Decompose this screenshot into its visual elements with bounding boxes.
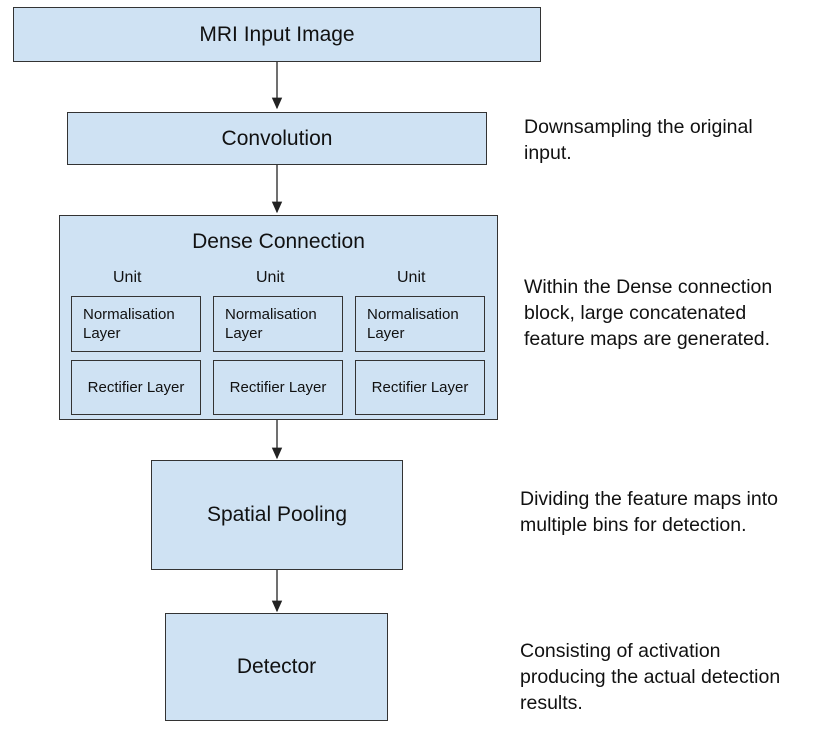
normalisation-layer-box: Normalisation Layer: [355, 296, 485, 352]
rectifier-layer-box: Rectifier Layer: [71, 360, 201, 415]
dense-connection-box: Dense Connection Unit Normalisation Laye…: [59, 215, 498, 420]
description-line: Dividing the feature maps into: [520, 488, 778, 510]
description-line: producing the actual detection: [520, 666, 781, 688]
normalisation-layer-line2: Layer: [367, 325, 405, 342]
normalisation-layer-line2: Layer: [225, 325, 263, 342]
description-line: feature maps are generated.: [524, 328, 771, 350]
pooling-description: Dividing the feature maps into multiple …: [520, 486, 778, 538]
rectifier-layer-label: Rectifier Layer: [229, 379, 327, 396]
convolution-box: Convolution: [67, 112, 487, 165]
normalisation-layer-line1: Normalisation: [367, 306, 459, 323]
rectifier-layer-box: Rectifier Layer: [355, 360, 485, 415]
normalisation-layer-box: Normalisation Layer: [71, 296, 201, 352]
rectifier-layer-box: Rectifier Layer: [213, 360, 343, 415]
description-line: input.: [524, 142, 572, 164]
description-line: Consisting of activation: [520, 640, 721, 662]
detector-label: Detector: [236, 655, 317, 678]
normalisation-layer-line1: Normalisation: [83, 306, 175, 323]
mri-input-label: MRI Input Image: [199, 22, 355, 46]
description-line: Within the Dense connection: [524, 276, 773, 298]
unit-label: Unit: [397, 269, 426, 286]
dense-description: Within the Dense connection block, large…: [524, 274, 772, 352]
detector-box: Detector: [165, 613, 388, 721]
dense-connection-title: Dense Connection: [192, 230, 365, 253]
description-line: block, large concatenated: [524, 302, 747, 324]
convolution-label: Convolution: [221, 126, 333, 150]
normalisation-layer-line2: Layer: [83, 325, 121, 342]
normalisation-layer-box: Normalisation Layer: [213, 296, 343, 352]
normalisation-layer-line1: Normalisation: [225, 306, 317, 323]
description-line: results.: [520, 692, 583, 714]
convolution-description: Downsampling the original input.: [524, 114, 753, 166]
description-line: multiple bins for detection.: [520, 514, 747, 536]
description-line: Downsampling the original: [524, 116, 753, 138]
unit-label: Unit: [256, 269, 285, 286]
detector-description: Consisting of activation producing the a…: [520, 638, 780, 716]
rectifier-layer-label: Rectifier Layer: [371, 379, 469, 396]
rectifier-layer-label: Rectifier Layer: [87, 379, 185, 396]
spatial-pooling-box: Spatial Pooling: [151, 460, 403, 570]
unit-label: Unit: [113, 269, 142, 286]
spatial-pooling-label: Spatial Pooling: [206, 503, 348, 526]
mri-input-box: MRI Input Image: [13, 7, 541, 62]
